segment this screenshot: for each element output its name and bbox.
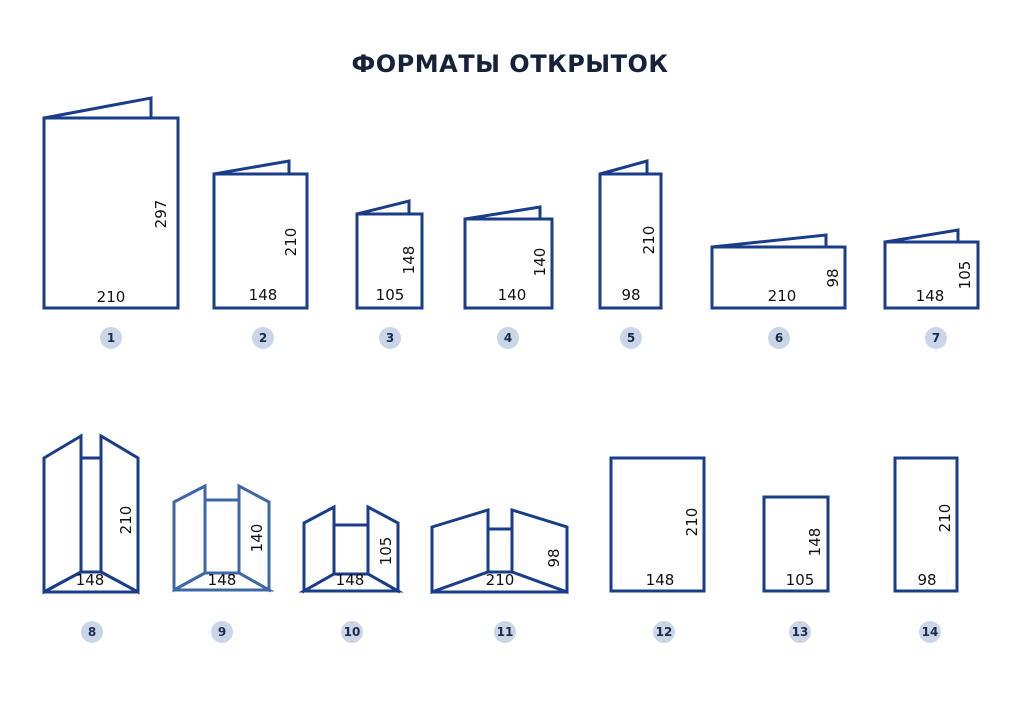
format-2-width: 148	[249, 286, 278, 304]
format-1-number: 1	[107, 331, 115, 345]
format-8-width: 148	[76, 571, 105, 589]
format-13-height: 148	[806, 528, 824, 557]
format-7-width: 148	[916, 287, 945, 305]
format-7: 148 105 7	[883, 228, 980, 349]
format-11-number: 11	[497, 625, 514, 639]
format-11-width: 210	[486, 571, 515, 589]
format-2-badge	[252, 327, 274, 349]
format-1-width: 210	[97, 288, 126, 306]
format-13-number: 13	[792, 625, 809, 639]
format-1-height: 297	[152, 200, 170, 229]
format-12-number: 12	[656, 625, 673, 639]
format-12-width: 148	[646, 571, 675, 589]
format-11: 210 98 11	[430, 507, 569, 643]
format-9-number: 9	[218, 625, 226, 639]
format-12: 148 210 12	[609, 456, 706, 643]
format-10-badge	[341, 621, 363, 643]
page-title: ФОРМАТЫ ОТКРЫТОК	[351, 50, 669, 78]
format-7-height: 105	[956, 261, 974, 290]
format-14-badge	[919, 621, 941, 643]
format-3-width: 105	[376, 286, 405, 304]
format-4-number: 4	[504, 331, 512, 345]
format-4: 140 140 4	[463, 205, 554, 349]
format-4-badge	[497, 327, 519, 349]
format-7-badge	[925, 327, 947, 349]
format-8-number: 8	[88, 625, 96, 639]
format-9-height: 140	[248, 524, 266, 553]
format-12-badge	[653, 621, 675, 643]
format-8-height: 210	[117, 506, 135, 535]
format-5-number: 5	[627, 331, 635, 345]
format-1: 210 297 1	[42, 96, 180, 349]
format-5-height: 210	[640, 226, 658, 255]
format-13: 105 148 13	[762, 495, 830, 643]
format-10-height: 105	[377, 537, 395, 566]
format-2-height: 210	[282, 228, 300, 257]
format-6-number: 6	[775, 331, 783, 345]
format-9: 148 140 9	[172, 483, 275, 643]
format-2: 148 210 2	[212, 159, 309, 349]
format-3: 105 148 3	[355, 199, 424, 349]
format-13-width: 105	[786, 571, 815, 589]
format-10-number: 10	[344, 625, 361, 639]
format-3-badge	[379, 327, 401, 349]
format-6-height: 98	[824, 268, 842, 287]
format-13-badge	[789, 621, 811, 643]
format-10-width: 148	[336, 571, 365, 589]
format-11-badge	[494, 621, 516, 643]
format-1-badge	[100, 327, 122, 349]
format-12-height: 210	[683, 508, 701, 537]
format-8-badge	[81, 621, 103, 643]
format-5-badge	[620, 327, 642, 349]
format-5-width: 98	[621, 286, 640, 304]
format-11-height: 98	[545, 548, 563, 567]
format-14-number: 14	[922, 625, 939, 639]
format-14-height: 210	[936, 504, 954, 533]
format-3-height: 148	[400, 246, 418, 275]
format-10: 148 105 10	[298, 504, 404, 643]
format-6-width: 210	[768, 287, 797, 305]
format-6: 210 98 6	[710, 233, 847, 349]
format-9-badge	[211, 621, 233, 643]
format-4-height: 140	[531, 248, 549, 277]
format-5: 98 210 5	[598, 159, 663, 349]
format-4-width: 140	[498, 286, 527, 304]
format-9-width: 148	[208, 571, 237, 589]
format-7-number: 7	[932, 331, 940, 345]
format-6-badge	[768, 327, 790, 349]
format-14: 98 210 14	[893, 456, 959, 643]
format-14-width: 98	[917, 571, 936, 589]
format-8: 148 210 8	[42, 433, 140, 643]
format-2-number: 2	[259, 331, 267, 345]
format-3-number: 3	[386, 331, 394, 345]
